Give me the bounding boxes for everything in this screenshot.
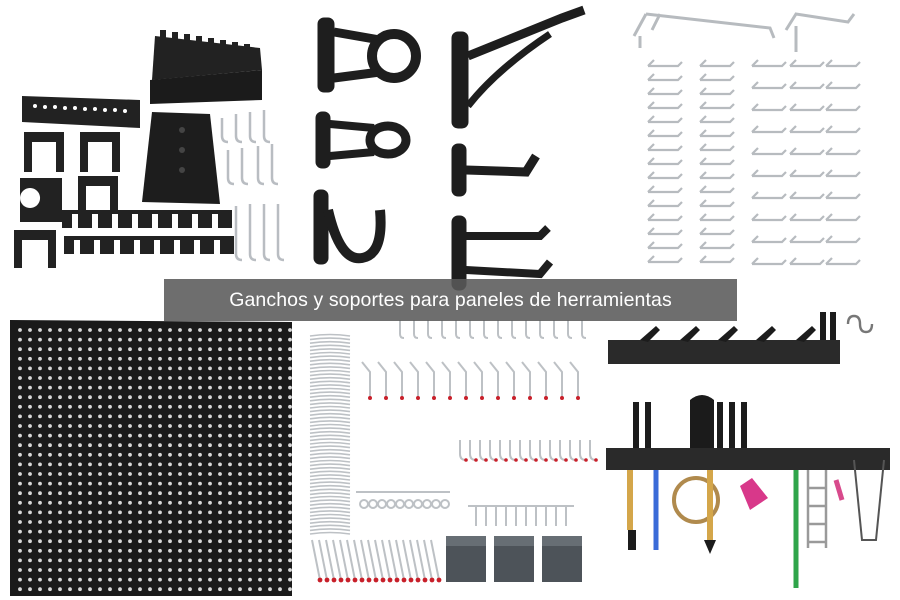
double-hook (451, 215, 554, 291)
assorted-wire-hooks (311, 320, 597, 581)
caption-overlay: Ganchos y soportes para paneles de herra… (164, 279, 737, 321)
loop-hook-small (315, 111, 411, 169)
small-wire-hooks-grid (647, 59, 861, 266)
bracket-hook-large (451, 5, 586, 129)
loop-hook-large (317, 17, 421, 93)
chrome-hooks-small (220, 110, 285, 262)
black-plastic-accessories-photo (0, 0, 300, 300)
black-pegboard-photo (0, 300, 300, 600)
single-hook (451, 143, 540, 197)
screwdriver-rails (356, 491, 574, 507)
j-hook (313, 189, 386, 265)
red-hook-tips (317, 396, 598, 583)
tool-bin (142, 112, 220, 204)
long-wire-hooks (632, 12, 856, 52)
upper-rack (608, 312, 874, 364)
tool-holder-combs (62, 210, 234, 254)
chrome-wire-hooks-photo (600, 0, 900, 300)
bracket-holders (14, 132, 120, 268)
screwdriver-holder (150, 30, 262, 104)
storage-bins (446, 536, 582, 582)
hanging-tools (627, 459, 885, 588)
garden-tool-rack-photo (600, 300, 900, 600)
shovel-head (690, 395, 714, 448)
pegboard-holes (18, 328, 292, 592)
coiled-hooks (309, 333, 351, 535)
black-plastic-hooks-photo (300, 0, 600, 300)
lower-rack (606, 395, 890, 470)
assorted-hooks-photo (300, 300, 600, 600)
pegboard-sheet (10, 320, 292, 596)
drill-bit-holder (22, 96, 140, 128)
